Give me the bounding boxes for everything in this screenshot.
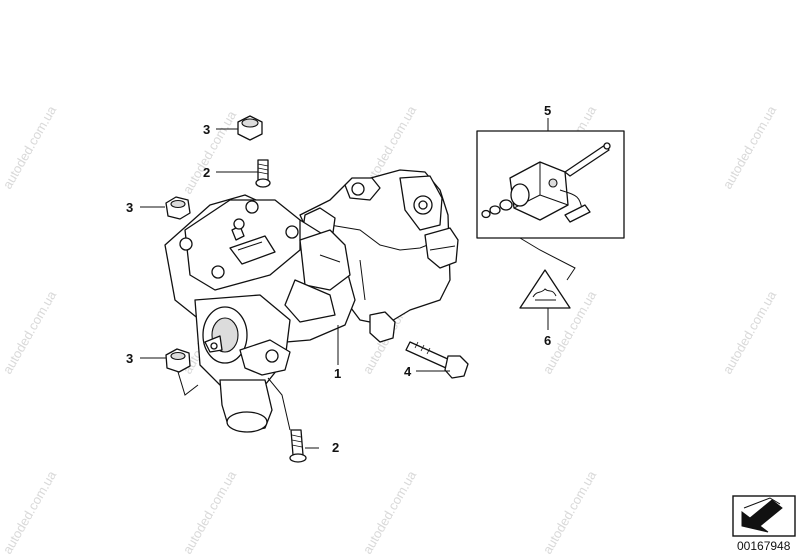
hex-nut [165,348,191,373]
bolt [289,429,307,463]
hex-bolt [405,341,469,379]
callout-3-lower: 3 [126,351,133,366]
diagram-code: 00167948 [737,539,791,553]
callout-2-top: 2 [203,165,210,180]
callout-2-bottom: 2 [332,440,339,455]
hex-nut [165,196,191,220]
watermark: autoded.com.ua [0,288,60,377]
watermark: autoded.com.ua [720,288,780,377]
watermark: autoded.com.ua [0,103,60,192]
callout-3-top: 3 [203,122,210,137]
watermark: autoded.com.ua [720,103,780,192]
callout-3-left: 3 [126,200,133,215]
valve-actuator-box [476,130,625,239]
watermark: autoded.com.ua [540,468,600,557]
watermark: autoded.com.ua [180,468,240,557]
hex-nut [237,115,263,141]
watermark: autoded.com.ua [360,468,420,557]
callout-6: 6 [544,333,551,348]
leader-lines [140,118,576,449]
callout-4: 4 [404,364,412,379]
watermark: autoded.com.ua [0,468,60,557]
bolt [255,159,271,188]
callout-labels: 3 2 3 3 1 4 2 5 6 [126,103,551,455]
callout-5: 5 [544,103,551,118]
warning-triangle [519,269,571,309]
watermark: autoded.com.ua [180,108,240,197]
steering-gear-housing [164,169,459,433]
nav-arrow-icon[interactable] [732,495,796,537]
callout-1: 1 [334,366,341,381]
